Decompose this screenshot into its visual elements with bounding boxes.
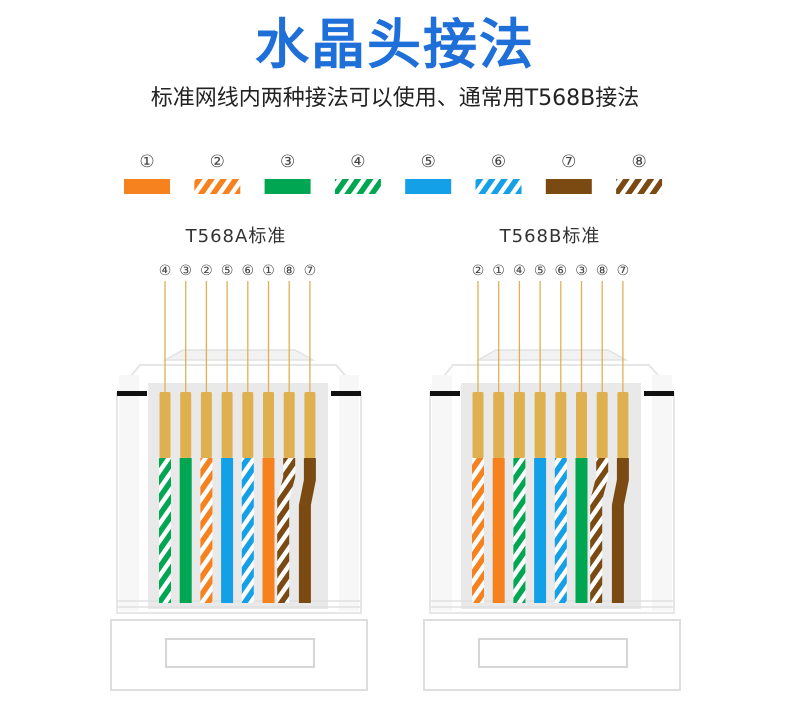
pin-label-3: ④: [513, 263, 526, 279]
pin-label-7: ⑧: [283, 263, 296, 279]
connector-wall-right: [652, 375, 672, 611]
wire-5: [554, 458, 567, 603]
legend-swatch-1: [124, 179, 170, 194]
strain-relief-window: [478, 638, 628, 668]
pin-contact-1: [472, 392, 484, 458]
wire-4: [221, 458, 234, 603]
wire-7: [277, 458, 296, 603]
legend-number-2: ②: [210, 152, 225, 172]
legend-swatch-5: [405, 179, 452, 194]
pin-label-4: ⑤: [221, 263, 234, 279]
pin-contact-3: [513, 392, 525, 458]
standard-label-t568a: T568A标准: [185, 226, 287, 247]
wire-2: [179, 458, 192, 603]
clip-line-left: [117, 391, 147, 396]
connector-wall-right: [339, 375, 359, 611]
legend-number-3: ③: [280, 152, 295, 172]
standard-label-t568b: T568B标准: [499, 226, 601, 247]
clip-line-right: [644, 391, 674, 396]
pin-label-6: ①: [262, 263, 275, 279]
pin-label-5: ⑥: [555, 263, 568, 279]
pin-contact-2: [180, 392, 192, 458]
pin-label-2: ①: [492, 263, 505, 279]
wire-8: [611, 458, 629, 603]
page-title: 水晶头接法: [255, 13, 535, 76]
clip-line-right: [331, 391, 361, 396]
connector-ridge: [162, 349, 316, 361]
connector-ridge: [475, 349, 629, 361]
pin-contact-7: [596, 392, 608, 458]
inner-chamber: [461, 383, 641, 609]
pin-label-1: ②: [472, 263, 485, 279]
pin-label-1: ④: [159, 263, 172, 279]
wire-3: [513, 458, 526, 603]
wire-7: [590, 458, 609, 603]
inner-chamber: [148, 383, 328, 609]
legend-swatch-8: [616, 179, 663, 194]
pin-label-4: ⑤: [534, 263, 547, 279]
color-legend: ① ② ③ ④ ⑤ ⑥ ⑦ ⑧: [124, 152, 663, 194]
pin-contact-4: [534, 392, 546, 458]
legend-number-4: ④: [350, 152, 365, 172]
legend-number-6: ⑥: [491, 152, 506, 172]
wire-2: [492, 458, 505, 603]
wire-1: [159, 458, 171, 603]
pin-label-6: ③: [575, 263, 588, 279]
pin-contact-6: [576, 392, 587, 458]
pin-label-5: ⑥: [242, 263, 255, 279]
connector-wall-left: [432, 375, 452, 611]
clip-line-left: [430, 391, 460, 396]
legend-swatch-2: [194, 179, 241, 194]
pin-label-8: ⑦: [304, 263, 317, 279]
connector-wall-left: [119, 375, 139, 611]
pin-contact-5: [555, 392, 567, 458]
legend-number-8: ⑧: [631, 152, 646, 172]
strain-relief-window: [165, 638, 315, 668]
wire-1: [472, 458, 484, 603]
pin-contact-1: [159, 392, 171, 458]
wire-8: [298, 458, 316, 603]
legend-swatch-3: [264, 179, 311, 194]
wire-3: [200, 458, 213, 603]
legend-number-5: ⑤: [421, 152, 436, 172]
wire-5: [241, 458, 254, 603]
pin-contact-6: [263, 392, 274, 458]
page-subtitle: 标准网线内两种接法可以使用、通常用T568B接法: [150, 86, 640, 111]
pin-label-2: ③: [179, 263, 192, 279]
wire-4: [534, 458, 547, 603]
legend-swatch-7: [545, 179, 592, 194]
pin-contact-8: [617, 392, 629, 458]
pin-label-8: ⑦: [617, 263, 630, 279]
pin-contact-2: [493, 392, 505, 458]
wire-6: [262, 458, 275, 603]
wire-6: [575, 458, 588, 603]
pin-label-3: ②: [200, 263, 213, 279]
pin-contact-4: [221, 392, 233, 458]
pin-label-7: ⑧: [596, 263, 609, 279]
legend-swatch-4: [334, 179, 381, 194]
pin-contact-8: [304, 392, 316, 458]
legend-number-1: ①: [139, 152, 154, 172]
pin-contact-5: [242, 392, 254, 458]
legend-number-7: ⑦: [561, 152, 576, 172]
legend-swatch-6: [475, 179, 522, 194]
pin-contact-3: [200, 392, 212, 458]
pin-contact-7: [283, 392, 295, 458]
